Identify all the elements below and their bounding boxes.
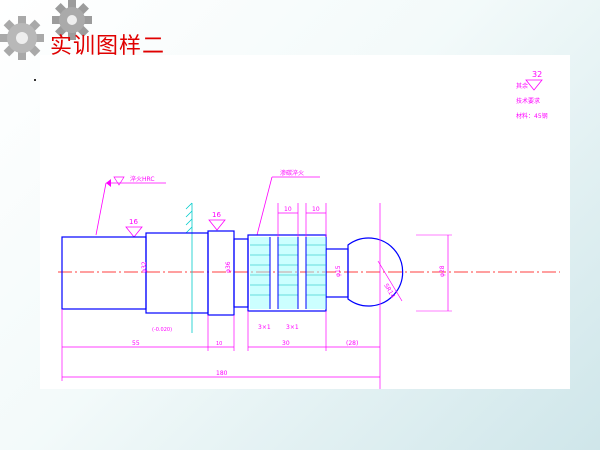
dim-diameter-left: φ32 bbox=[141, 261, 148, 273]
dim-sphere-radius: SR14 bbox=[382, 283, 396, 300]
leader-left-label: 淬火HRC bbox=[130, 175, 155, 183]
shaft-outline bbox=[61, 230, 404, 316]
roughness-a: 16 bbox=[125, 218, 143, 238]
knurled-bands bbox=[250, 237, 326, 309]
roughness-symbol-icon bbox=[125, 226, 143, 238]
roughness-symbol-icon bbox=[208, 219, 226, 231]
dim-diameter-neck: φ15 bbox=[335, 265, 342, 277]
leader-center: 渗碳淬火 bbox=[256, 169, 320, 236]
slide-title: 实训图样二 bbox=[50, 34, 166, 59]
dim-tolerance-left: (-0.020) bbox=[152, 327, 172, 333]
bullet-dot bbox=[34, 79, 36, 81]
roughness-symbol-icon bbox=[525, 79, 543, 91]
drawing-sheet: 32 其余 技术要求 材料：45钢 淬火HRC 渗碳淬火 16 1 bbox=[40, 55, 570, 389]
roughness-symbol-icon bbox=[113, 176, 125, 186]
roughness-value: 32 bbox=[532, 70, 542, 79]
length-dims bbox=[61, 309, 380, 381]
dim-diameter-right: φ28 bbox=[439, 265, 446, 277]
notes-block: 32 其余 技术要求 材料：45钢 bbox=[516, 70, 548, 120]
dim-length-30: 30 bbox=[282, 340, 290, 347]
dim-total-length: 180 bbox=[216, 370, 228, 377]
notes-line-3: 材料：45钢 bbox=[516, 112, 548, 120]
dim-length-55: 55 bbox=[132, 340, 140, 347]
gear-icon bbox=[0, 16, 44, 60]
roughness-b-value: 16 bbox=[212, 211, 221, 219]
roughness-a-value: 16 bbox=[129, 218, 138, 226]
shoulder-hatch bbox=[185, 202, 193, 333]
dim-length-10: 10 bbox=[216, 341, 222, 347]
dim-groove-1: 3×1 bbox=[258, 324, 271, 331]
notes-line-2: 技术要求 bbox=[516, 97, 540, 105]
dim-groove-2: 3×1 bbox=[286, 324, 299, 331]
dim-width-10b: 10 bbox=[312, 206, 320, 213]
decorative-gears bbox=[0, 0, 92, 60]
notes-line-1: 其余 bbox=[516, 82, 528, 90]
dim-length-28: (28) bbox=[346, 340, 358, 347]
width-dims bbox=[277, 203, 327, 237]
leader-left: 淬火HRC bbox=[95, 175, 166, 236]
shaft-drawing: 32 其余 技术要求 材料：45钢 淬火HRC 渗碳淬火 16 1 bbox=[58, 70, 560, 389]
roughness-b: 16 bbox=[208, 211, 226, 231]
dim-diameter-mid: φ36 bbox=[225, 261, 232, 273]
gear-icon bbox=[52, 0, 92, 40]
leader-center-label: 渗碳淬火 bbox=[280, 169, 304, 177]
dim-width-10a: 10 bbox=[284, 206, 292, 213]
